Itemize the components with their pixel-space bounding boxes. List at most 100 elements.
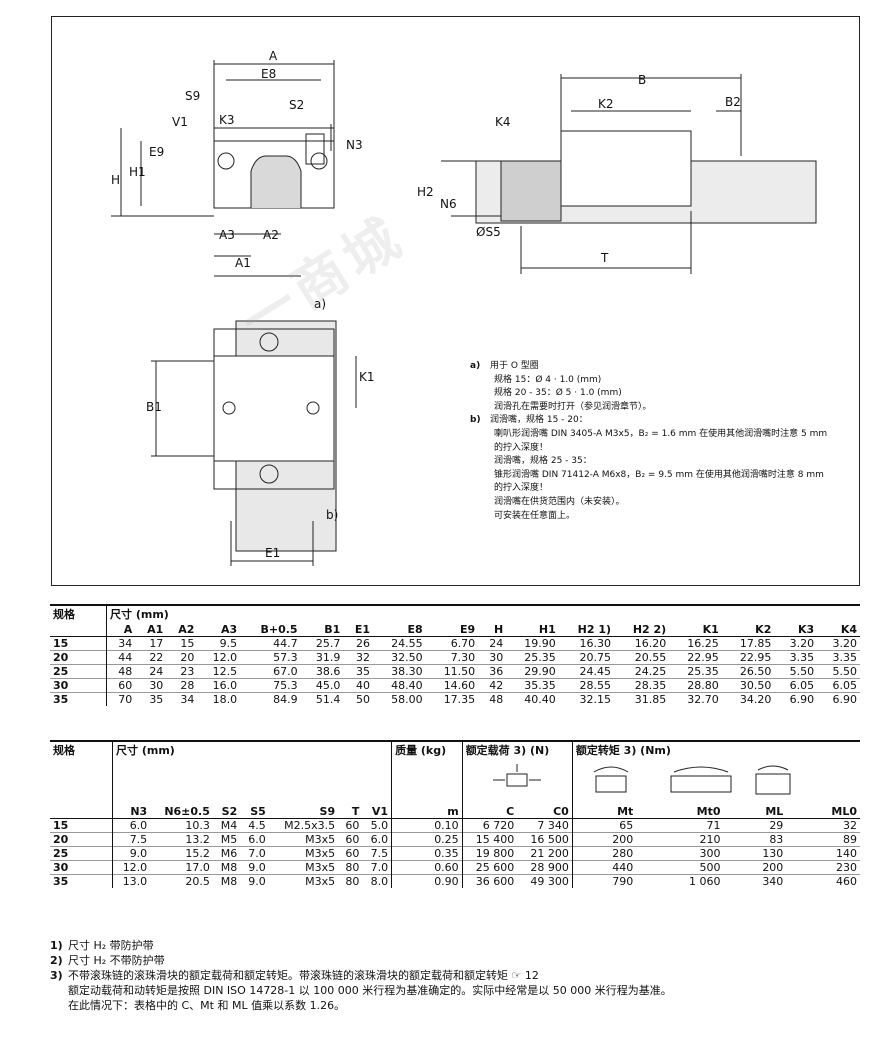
table-cell: 19.90 [506,636,559,651]
table-cell: 14.60 [425,678,479,693]
table-cell: 500 [636,860,724,875]
col-header: S2 [212,804,241,819]
footnotes: 1)尺寸 H₂ 带防护带 2)尺寸 H₂ 不带防护带 3)不带滚珠链的滚珠滑块的… [50,938,672,1013]
row-size-cell: 35 [50,874,113,888]
table-cell: 230 [786,860,860,875]
table-cell: 6.90 [817,692,860,706]
table-cell: 28 900 [517,860,573,875]
col-header: E1 [343,622,374,637]
table-cell: 340 [723,874,787,888]
table-cell: 40.40 [506,692,559,706]
col-header: H1 [506,622,559,637]
note-b-line: 的拧入深度！ [494,483,549,494]
table-cell: 24 [135,664,167,679]
table-cell: 35.35 [506,678,559,693]
footnote-text: 在此情况下：表格中的 C、Mt 和 ML 值乘以系数 1.26。 [68,999,346,1012]
table-cell: 28.55 [558,678,614,693]
dim-H2: H2 [417,185,434,199]
note-b-tag: b) [470,415,481,426]
footnote-number: 1) [50,939,63,952]
table-cell: 24 [478,636,507,651]
note-a-line: 规格 15：Ø 4 · 1.0 (mm) [494,374,602,385]
footnote-number: 3) [50,969,63,982]
dim-E9: E9 [149,145,164,159]
table-cell: 48.40 [373,678,426,693]
table-cell: 6.0 [240,832,269,847]
dim-E1: E1 [265,546,280,560]
table-cell: 42 [478,678,507,693]
note-b-line: 喇叭形润滑嘴 DIN 3405-A M3x5，B₂ = 1.6 mm 在使用其他… [494,428,828,439]
table-cell: 8.0 [362,874,392,888]
table-cell: 84.9 [240,692,301,706]
dim-H1: H1 [129,165,146,179]
table-cell: 1 060 [636,874,724,888]
table-cell: 28 [166,678,198,693]
table-cell: 15 400 [461,832,518,847]
table-cell: 38.30 [373,664,426,679]
torque-direction-icon [593,765,791,795]
table-cell: 44 [106,650,136,665]
dim-V1: V1 [172,115,188,129]
label-b: b) [326,508,338,522]
row-size-cell: 20 [50,650,107,665]
group-torque-cell: 额定转矩 3) (Nm) [571,741,860,804]
table-cell: 7.5 [112,832,151,847]
note-a-line: 规格 20 - 35：Ø 5 · 1.0 (mm) [494,388,622,399]
table-cell: 12.0 [112,860,151,875]
table-cell: 80 [338,874,363,888]
table-cell: 21 200 [517,846,573,861]
table-cell: 0.60 [391,860,463,875]
col-header: V1 [362,804,392,819]
table-cell: 32 [786,818,860,833]
dim-A1: A1 [235,256,251,270]
drawing-frame [51,16,860,586]
table-cell: 22.95 [669,650,722,665]
table-cell: 25.7 [300,636,344,651]
table-cell: 34 [106,636,136,651]
table-cell: 44.7 [240,636,301,651]
footnote-text: 尺寸 H₂ 带防护带 [68,939,154,952]
table-cell: 34.20 [721,692,775,706]
note-b-line: 润滑嘴在供货范围内（未安装）。 [494,496,625,507]
table-cell: 6.0 [362,832,392,847]
col-header: Mt [571,804,637,819]
table-cell: 35 [343,664,374,679]
col-header: E9 [425,622,479,637]
dim-A: A [269,49,278,63]
table-cell: 140 [786,846,860,861]
dim-H: H [111,173,120,187]
table-cell: 75.3 [240,678,301,693]
col-header: K3 [774,622,818,637]
table-cell: 15 [166,636,198,651]
footnote-text: 尺寸 H₂ 不带防护带 [68,954,165,967]
table-cell: 0.10 [391,818,463,833]
table-cell: 80 [338,860,363,875]
table-cell: 18.0 [197,692,241,706]
col-header: C0 [517,804,573,819]
table-cell: 24.25 [614,664,670,679]
col-header: B+0.5 [240,622,301,637]
table-cell: 12.5 [197,664,241,679]
table-cell: 45.0 [300,678,344,693]
dim-T: T [600,251,609,265]
table-cell: 3.35 [817,650,860,665]
note-b-line: 可安装在任意面上。 [494,510,576,521]
table-cell: 6.05 [774,678,818,693]
table-cell: 29.90 [506,664,559,679]
table-cell: 0.25 [391,832,463,847]
table-cell: 36 [478,664,507,679]
table-cell: 50 [343,692,374,706]
technical-drawing: A E8 S9 S2 V1 K3 N3 E9 H H1 A3 A2 A1 B K… [111,49,817,566]
table-cell: 32.15 [558,692,614,706]
col-header: A [106,622,136,637]
table-cell: 7.30 [425,650,479,665]
table-cell: 6 720 [461,818,518,833]
table-cell: 19 800 [461,846,518,861]
table-cell: 11.50 [425,664,479,679]
note-a-line: 润滑孔在需要时打开（参见润滑章节）。 [494,401,652,412]
